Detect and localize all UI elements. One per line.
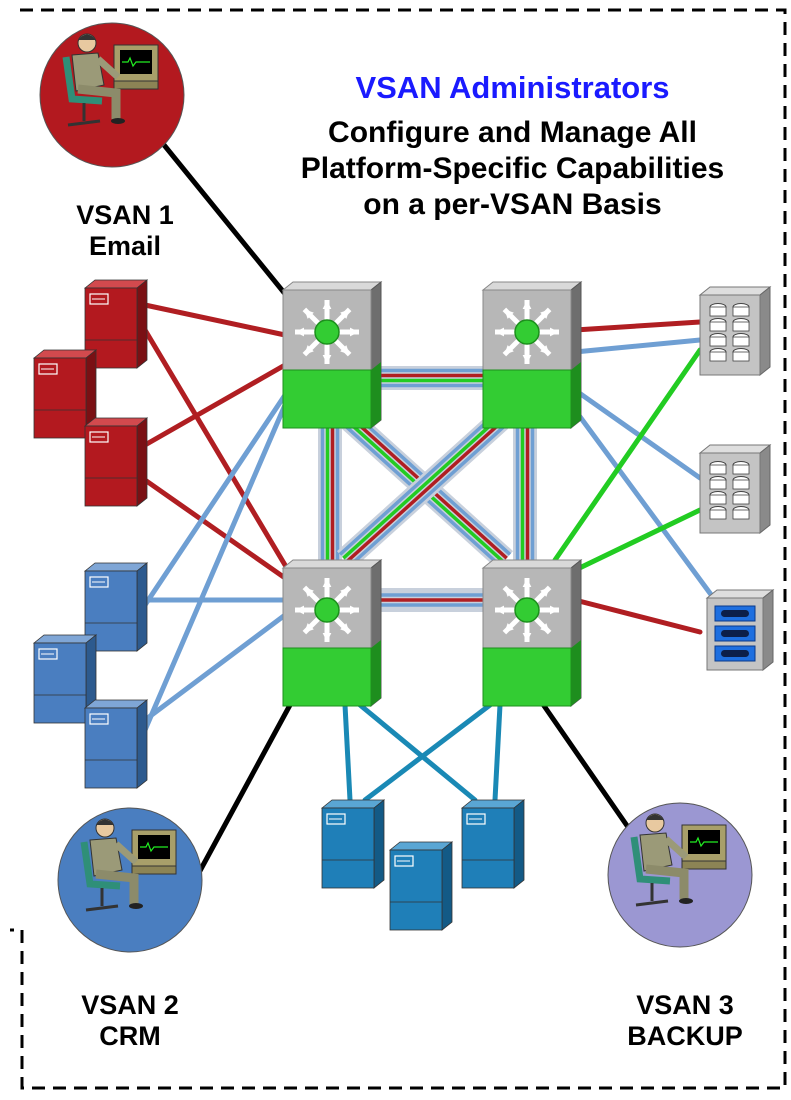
crm-link bbox=[572, 337, 703, 355]
vsan2-label: VSAN 2 CRM bbox=[81, 990, 179, 1052]
backup-link bbox=[492, 702, 503, 803]
trunk-diag-b-strand bbox=[342, 416, 500, 560]
backup-link bbox=[362, 702, 493, 803]
trunk-diag-b-halo bbox=[336, 411, 509, 569]
backup-link bbox=[357, 702, 478, 803]
switch-icon bbox=[481, 558, 583, 708]
admin-link-vsan1 bbox=[157, 137, 293, 303]
vsan1-label: VSAN 1 Email bbox=[76, 200, 174, 262]
diagram-subtitle: Configure and Manage All Platform-Specif… bbox=[300, 116, 725, 221]
admin-link-vsan3 bbox=[537, 697, 633, 833]
trunk-diag-b-strand bbox=[338, 413, 497, 556]
fabric-link bbox=[552, 347, 703, 563]
administrator-icon bbox=[57, 807, 203, 953]
server-icon bbox=[388, 841, 454, 931]
admin-link-vsan2 bbox=[192, 702, 293, 883]
email-link bbox=[572, 597, 703, 635]
crm-link bbox=[142, 392, 288, 608]
email-link bbox=[142, 477, 288, 581]
vsan3-label: VSAN 3 BACKUP bbox=[627, 990, 743, 1052]
dashed-frame bbox=[10, 8, 787, 1090]
administrator-icon bbox=[39, 22, 185, 168]
server-icon bbox=[32, 349, 98, 439]
diagram-title: VSAN Administrators bbox=[355, 70, 670, 105]
crm-link bbox=[142, 612, 288, 723]
disk-array-icon bbox=[698, 443, 772, 535]
server-icon bbox=[83, 417, 149, 507]
trunk-diag-b-strand bbox=[345, 420, 503, 564]
tape-library-icon bbox=[705, 588, 775, 672]
crm-link bbox=[142, 402, 288, 733]
switch-icon bbox=[281, 558, 383, 708]
server-icon bbox=[83, 562, 149, 652]
switch-icon bbox=[481, 280, 583, 430]
backup-link bbox=[342, 702, 353, 803]
fabric-link bbox=[562, 507, 703, 578]
disk-array-icon bbox=[698, 285, 772, 377]
crm-link bbox=[572, 407, 718, 603]
administrator-icon bbox=[607, 802, 753, 948]
email-link bbox=[142, 302, 288, 338]
switch-icon bbox=[281, 280, 383, 430]
server-icon bbox=[320, 799, 386, 889]
crm-link bbox=[572, 387, 703, 481]
email-link bbox=[142, 362, 288, 448]
server-icon bbox=[83, 699, 149, 789]
trunk-diag-b-strand bbox=[348, 424, 507, 567]
server-icon bbox=[460, 799, 526, 889]
email-link bbox=[572, 319, 703, 333]
email-link bbox=[142, 327, 288, 568]
